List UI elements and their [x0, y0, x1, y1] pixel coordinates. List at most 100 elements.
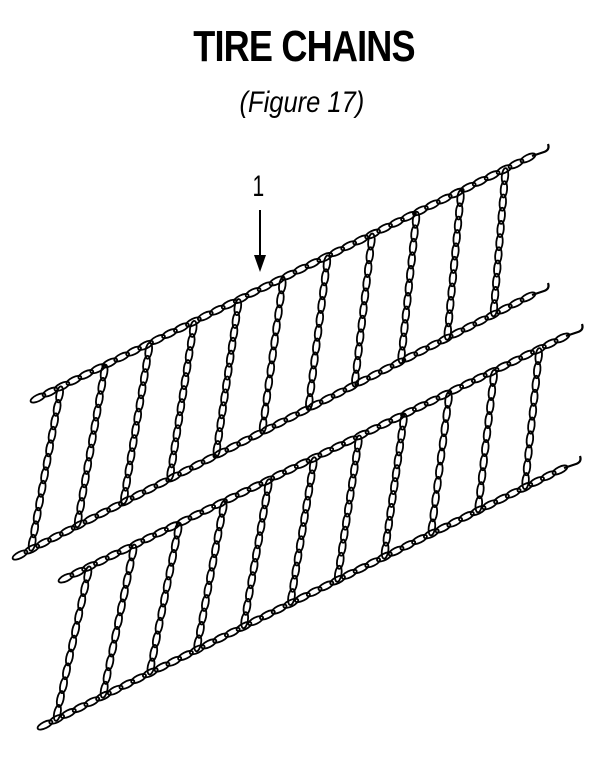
chain-link [471, 175, 489, 187]
chain-link [141, 483, 159, 495]
chain-link [272, 318, 281, 337]
callout-label: 1 [252, 170, 265, 203]
chain-link [114, 612, 123, 630]
chain-link [244, 287, 262, 299]
chain-link [390, 477, 399, 496]
chain-link [528, 476, 545, 488]
chain-link [530, 388, 539, 407]
chain-link [200, 453, 218, 465]
chain-link [486, 397, 495, 416]
chain-link [433, 475, 442, 494]
chain-link [35, 537, 52, 549]
chain-link [47, 425, 57, 444]
chain-link [118, 678, 136, 690]
chain-link [292, 263, 310, 275]
chain-link [442, 405, 451, 423]
chain-link [52, 704, 62, 722]
chain-link [262, 388, 272, 407]
chain-link [142, 667, 159, 679]
chain-link [364, 557, 381, 569]
chain-link [453, 215, 463, 234]
chain-link [247, 615, 264, 627]
chain-link [65, 648, 74, 667]
chain-lower [36, 323, 584, 731]
chain-link [135, 394, 145, 413]
chain-link [184, 346, 194, 364]
chain-link [304, 482, 314, 501]
chain-link [411, 210, 421, 229]
chain-link [203, 580, 213, 599]
lower-side-chain-top [57, 332, 571, 584]
chain-link [497, 206, 506, 225]
chain-link [177, 650, 194, 661]
chain-link [47, 531, 64, 543]
chain-link [200, 638, 218, 650]
chain-link [298, 522, 307, 541]
lower-cross-link [427, 390, 453, 537]
chain-link [268, 346, 277, 365]
chain-link [266, 360, 276, 379]
chain-link [176, 398, 186, 417]
chain-link [395, 438, 405, 457]
chain-link [282, 463, 299, 475]
chain-link [165, 471, 182, 483]
chain-link [340, 525, 349, 544]
chain-link [52, 399, 62, 417]
upper-hook-bottom [531, 282, 550, 297]
chain-link [27, 533, 37, 552]
chain-link [357, 314, 367, 333]
chain-link [95, 390, 104, 409]
chain-link [71, 702, 89, 714]
chain-link [81, 470, 90, 489]
chain-link [178, 385, 188, 404]
chain-link [278, 276, 287, 295]
chain-link [386, 502, 395, 521]
chain-link [174, 411, 184, 430]
chain-link [447, 282, 456, 301]
chain-link [496, 220, 505, 238]
chain-link [313, 323, 323, 342]
chain-link [173, 322, 190, 334]
chain-link [264, 374, 274, 393]
chain-link [186, 333, 196, 351]
chain-link [233, 298, 243, 317]
chain-link [522, 458, 532, 477]
upper-cross-link [489, 167, 510, 318]
figure-title: TIRE CHAINS [193, 22, 415, 71]
chain-link [504, 487, 522, 499]
chain-link [294, 592, 311, 603]
chain-link [474, 495, 484, 514]
chain-link [225, 349, 235, 368]
chain-link [152, 526, 169, 538]
chain-link [80, 579, 90, 598]
chain-link [271, 417, 289, 429]
chain-link [493, 493, 510, 505]
chain-link [258, 475, 276, 487]
chain-link [282, 597, 300, 609]
chain-link [74, 607, 84, 625]
lower-cross-link [474, 369, 498, 514]
chain-link [352, 429, 370, 441]
chain-link [489, 299, 499, 318]
chain-link [170, 437, 180, 456]
chain-link [157, 603, 167, 622]
chain-link [384, 515, 394, 534]
chain-link [71, 620, 81, 639]
chain-link [443, 322, 452, 341]
chain-link [137, 381, 147, 400]
chain-link [236, 435, 253, 447]
chain-link [88, 430, 97, 449]
chain-link [128, 434, 138, 453]
chain-link [446, 296, 455, 314]
chain-link [460, 321, 478, 333]
chain-link [105, 653, 115, 672]
chain-link [317, 580, 335, 592]
chain-link [242, 598, 252, 616]
chain-link [500, 167, 510, 186]
chain-link [393, 451, 403, 470]
chain-link [218, 500, 228, 518]
chain-link [232, 293, 250, 304]
chain-link [412, 205, 429, 217]
chain-link [397, 346, 406, 365]
chain-link [423, 395, 441, 407]
